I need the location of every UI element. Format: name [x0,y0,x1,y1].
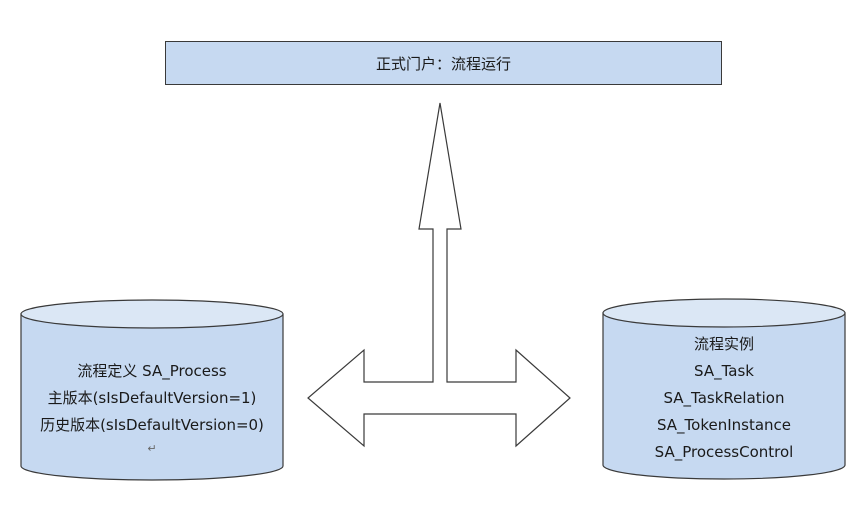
right-store-text: 流程实例 SA_Task SA_TaskRelation SA_TokenIns… [603,331,845,466]
three-way-arrow [307,102,571,448]
left-store-line-default-version: 主版本(sIsDefaultVersion=1) [47,389,257,407]
paragraph-mark-icon: ↵ [147,442,157,455]
portal-label: 正式门户：流程运行 [375,54,511,73]
right-store-line-task: SA_Task [694,362,754,380]
right-database-cylinder [602,298,846,480]
right-store-line-instance: 流程实例 [693,335,754,353]
right-store-line-task-relation: SA_TaskRelation [663,389,785,407]
left-store-text: 流程定义 SA_Process 主版本(sIsDefaultVersion=1)… [21,358,283,459]
left-store-line-process: 流程定义 SA_Process [77,362,227,380]
portal-box: 正式门户：流程运行 [165,41,722,85]
left-database-cylinder [20,299,284,481]
right-store-line-token-instance: SA_TokenInstance [656,416,792,434]
right-store-line-process-control: SA_ProcessControl [654,443,794,461]
left-store-line-history-version: 历史版本(sIsDefaultVersion=0) [40,416,264,434]
